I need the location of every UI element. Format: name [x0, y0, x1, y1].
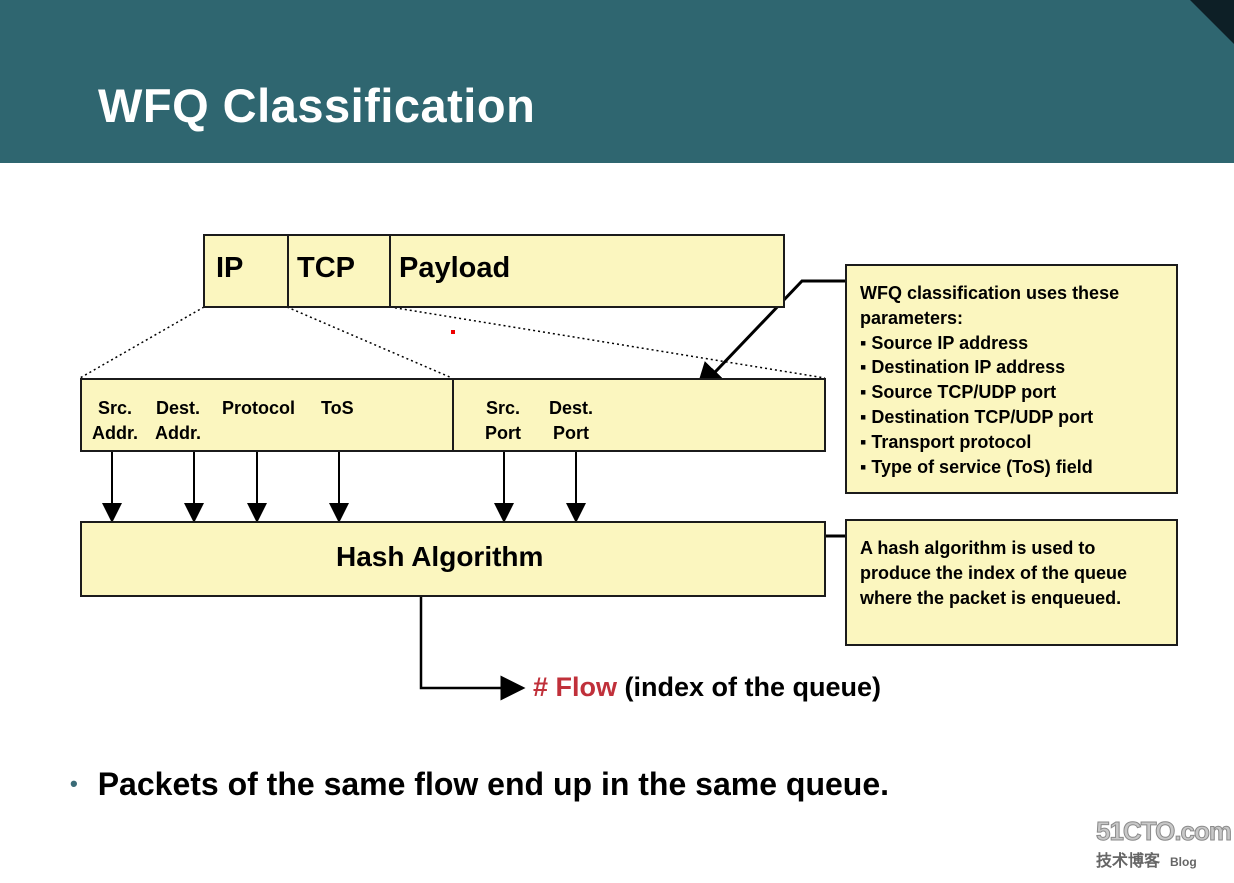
output-arrow	[419, 597, 526, 701]
packet-tcp-segment	[287, 234, 391, 308]
field-dest-addr: Dest. Addr.	[155, 398, 202, 443]
payload-label: Payload	[399, 252, 511, 284]
param-item: Destination TCP/UDP port	[860, 405, 1176, 430]
field-src-addr: Src. Addr.	[92, 398, 139, 443]
callout-arrow-params	[694, 279, 845, 394]
packet-ip-segment	[203, 234, 289, 308]
stray-red-dot	[451, 330, 455, 334]
field-dest-port: Dest. Port	[549, 398, 594, 443]
watermark-logo: 51CTO.com 技术博客 Blog	[1096, 816, 1233, 876]
packet-payload-segment	[389, 234, 785, 308]
param-item: Destination IP address	[860, 355, 1176, 380]
hash-note-text: A hash algorithm is used to produce the …	[860, 538, 1128, 608]
flow-output: # Flow (index of the queue)	[533, 672, 881, 703]
corner-decoration	[1190, 0, 1234, 44]
field-protocol: Protocol	[222, 398, 296, 418]
field-src-port: Src. Port	[485, 398, 521, 443]
watermark-main: 51CTO.com	[1096, 816, 1233, 847]
param-item: Source IP address	[860, 331, 1176, 356]
summary-text: Packets of the same flow end up in the s…	[97, 766, 890, 802]
watermark-sub: 技术博客	[1096, 853, 1161, 870]
expand-line-ip-left	[79, 306, 205, 379]
ip-label: IP	[216, 252, 244, 284]
hash-note: A hash algorithm is used to produce the …	[845, 519, 1178, 646]
param-item: Source TCP/UDP port	[860, 380, 1176, 405]
summary-bullet: • Packets of the same flow end up in the …	[70, 766, 889, 803]
params-note-intro: WFQ classification uses these parameters…	[860, 283, 1120, 328]
params-note: WFQ classification uses these parameters…	[845, 264, 1178, 494]
title-banner: WFQ Classification	[0, 0, 1234, 163]
flow-description: (index of the queue)	[617, 672, 882, 702]
param-item: Transport protocol	[860, 430, 1176, 455]
flow-label: # Flow	[533, 672, 618, 702]
params-list: Source IP address Destination IP address…	[860, 331, 1176, 480]
hash-algorithm-box	[80, 521, 826, 597]
expand-line-tcp-right	[389, 306, 826, 379]
watermark-blog: Blog	[1170, 855, 1197, 869]
field-tos: ToS	[321, 398, 354, 418]
ip-fields-box	[80, 378, 454, 452]
param-item: Type of service (ToS) field	[860, 455, 1176, 480]
tcp-label: TCP	[297, 252, 355, 284]
slide-title: WFQ Classification	[98, 79, 536, 132]
expand-line-ip-right	[286, 306, 453, 379]
tcp-fields-box	[452, 378, 826, 452]
bullet-dot-icon: •	[70, 771, 78, 796]
hash-algorithm-label: Hash Algorithm	[336, 541, 544, 572]
